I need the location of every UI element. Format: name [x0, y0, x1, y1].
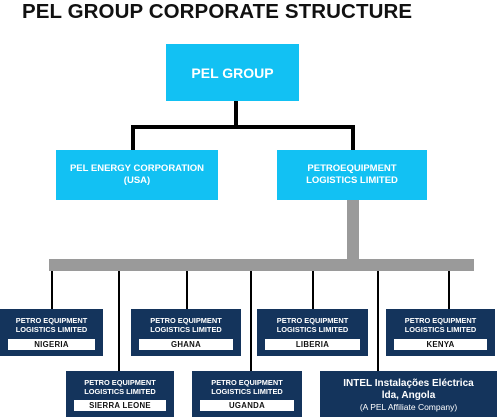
- affiliate-box-intel-angola: INTEL Instalações Eléctrica lda, Angola …: [320, 371, 497, 417]
- root-label: PEL GROUP: [191, 64, 274, 81]
- subsidiary-line2: LOGISTICS LIMITED: [84, 387, 156, 396]
- drop-kenya: [448, 271, 450, 309]
- connector-to-petroequipment: [351, 125, 355, 150]
- drop-intel: [377, 271, 379, 371]
- subsidiary-line1: PETRO EQUIPMENT: [15, 316, 88, 325]
- box-line2: (USA): [123, 175, 151, 186]
- country-label: KENYA: [394, 339, 487, 350]
- subsidiary-line2: LOGISTICS LIMITED: [211, 387, 283, 396]
- drop-liberia: [312, 271, 314, 309]
- affiliate-line2: lda, Angola: [381, 389, 436, 401]
- connector-root-down: [234, 101, 238, 127]
- affiliate-line1: INTEL Instalações Eléctrica: [343, 377, 474, 389]
- subsidiary-line2: LOGISTICS LIMITED: [276, 325, 349, 334]
- trunk-bar: [347, 199, 359, 261]
- country-label: LIBERIA: [265, 339, 360, 350]
- subsidiary-line1: PETRO EQUIPMENT: [211, 378, 283, 387]
- drop-nigeria: [51, 271, 53, 309]
- root-box-pel-group: PEL GROUP: [166, 44, 299, 101]
- country-label: SIERRA LEONE: [74, 400, 166, 411]
- box-line1: PEL ENERGY CORPORATION: [69, 163, 205, 174]
- affiliate-line3: (A PEL Affiliate Company): [359, 401, 458, 412]
- box-line1: PETROEQUIPMENT: [307, 163, 397, 174]
- country-label: NIGERIA: [8, 339, 95, 350]
- distribution-bar: [49, 259, 474, 271]
- box-petroequipment-logistics: PETROEQUIPMENT LOGISTICS LIMITED: [277, 150, 427, 200]
- drop-ghana: [186, 271, 188, 309]
- subsidiary-line1: PETRO EQUIPMENT: [84, 378, 156, 387]
- page-title: PEL GROUP CORPORATE STRUCTURE: [22, 0, 413, 23]
- connector-to-pel-energy: [131, 125, 135, 150]
- drop-uganda: [250, 271, 252, 371]
- connector-level1-horizontal: [131, 125, 355, 129]
- subsidiary-line1: PETRO EQUIPMENT: [150, 316, 222, 325]
- box-pel-energy-corporation: PEL ENERGY CORPORATION (USA): [56, 150, 218, 200]
- drop-sierra-leone: [118, 271, 120, 371]
- subsidiary-line2: LOGISTICS LIMITED: [150, 325, 222, 334]
- subsidiary-line1: PETRO EQUIPMENT: [276, 316, 349, 325]
- subsidiary-line2: LOGISTICS LIMITED: [15, 325, 88, 334]
- subsidiary-line1: PETRO EQUIPMENT: [404, 316, 477, 325]
- country-label: GHANA: [139, 339, 233, 350]
- box-line2: LOGISTICS LIMITED: [306, 175, 398, 186]
- subsidiary-line2: LOGISTICS LIMITED: [404, 325, 477, 334]
- country-label: UGANDA: [200, 400, 294, 411]
